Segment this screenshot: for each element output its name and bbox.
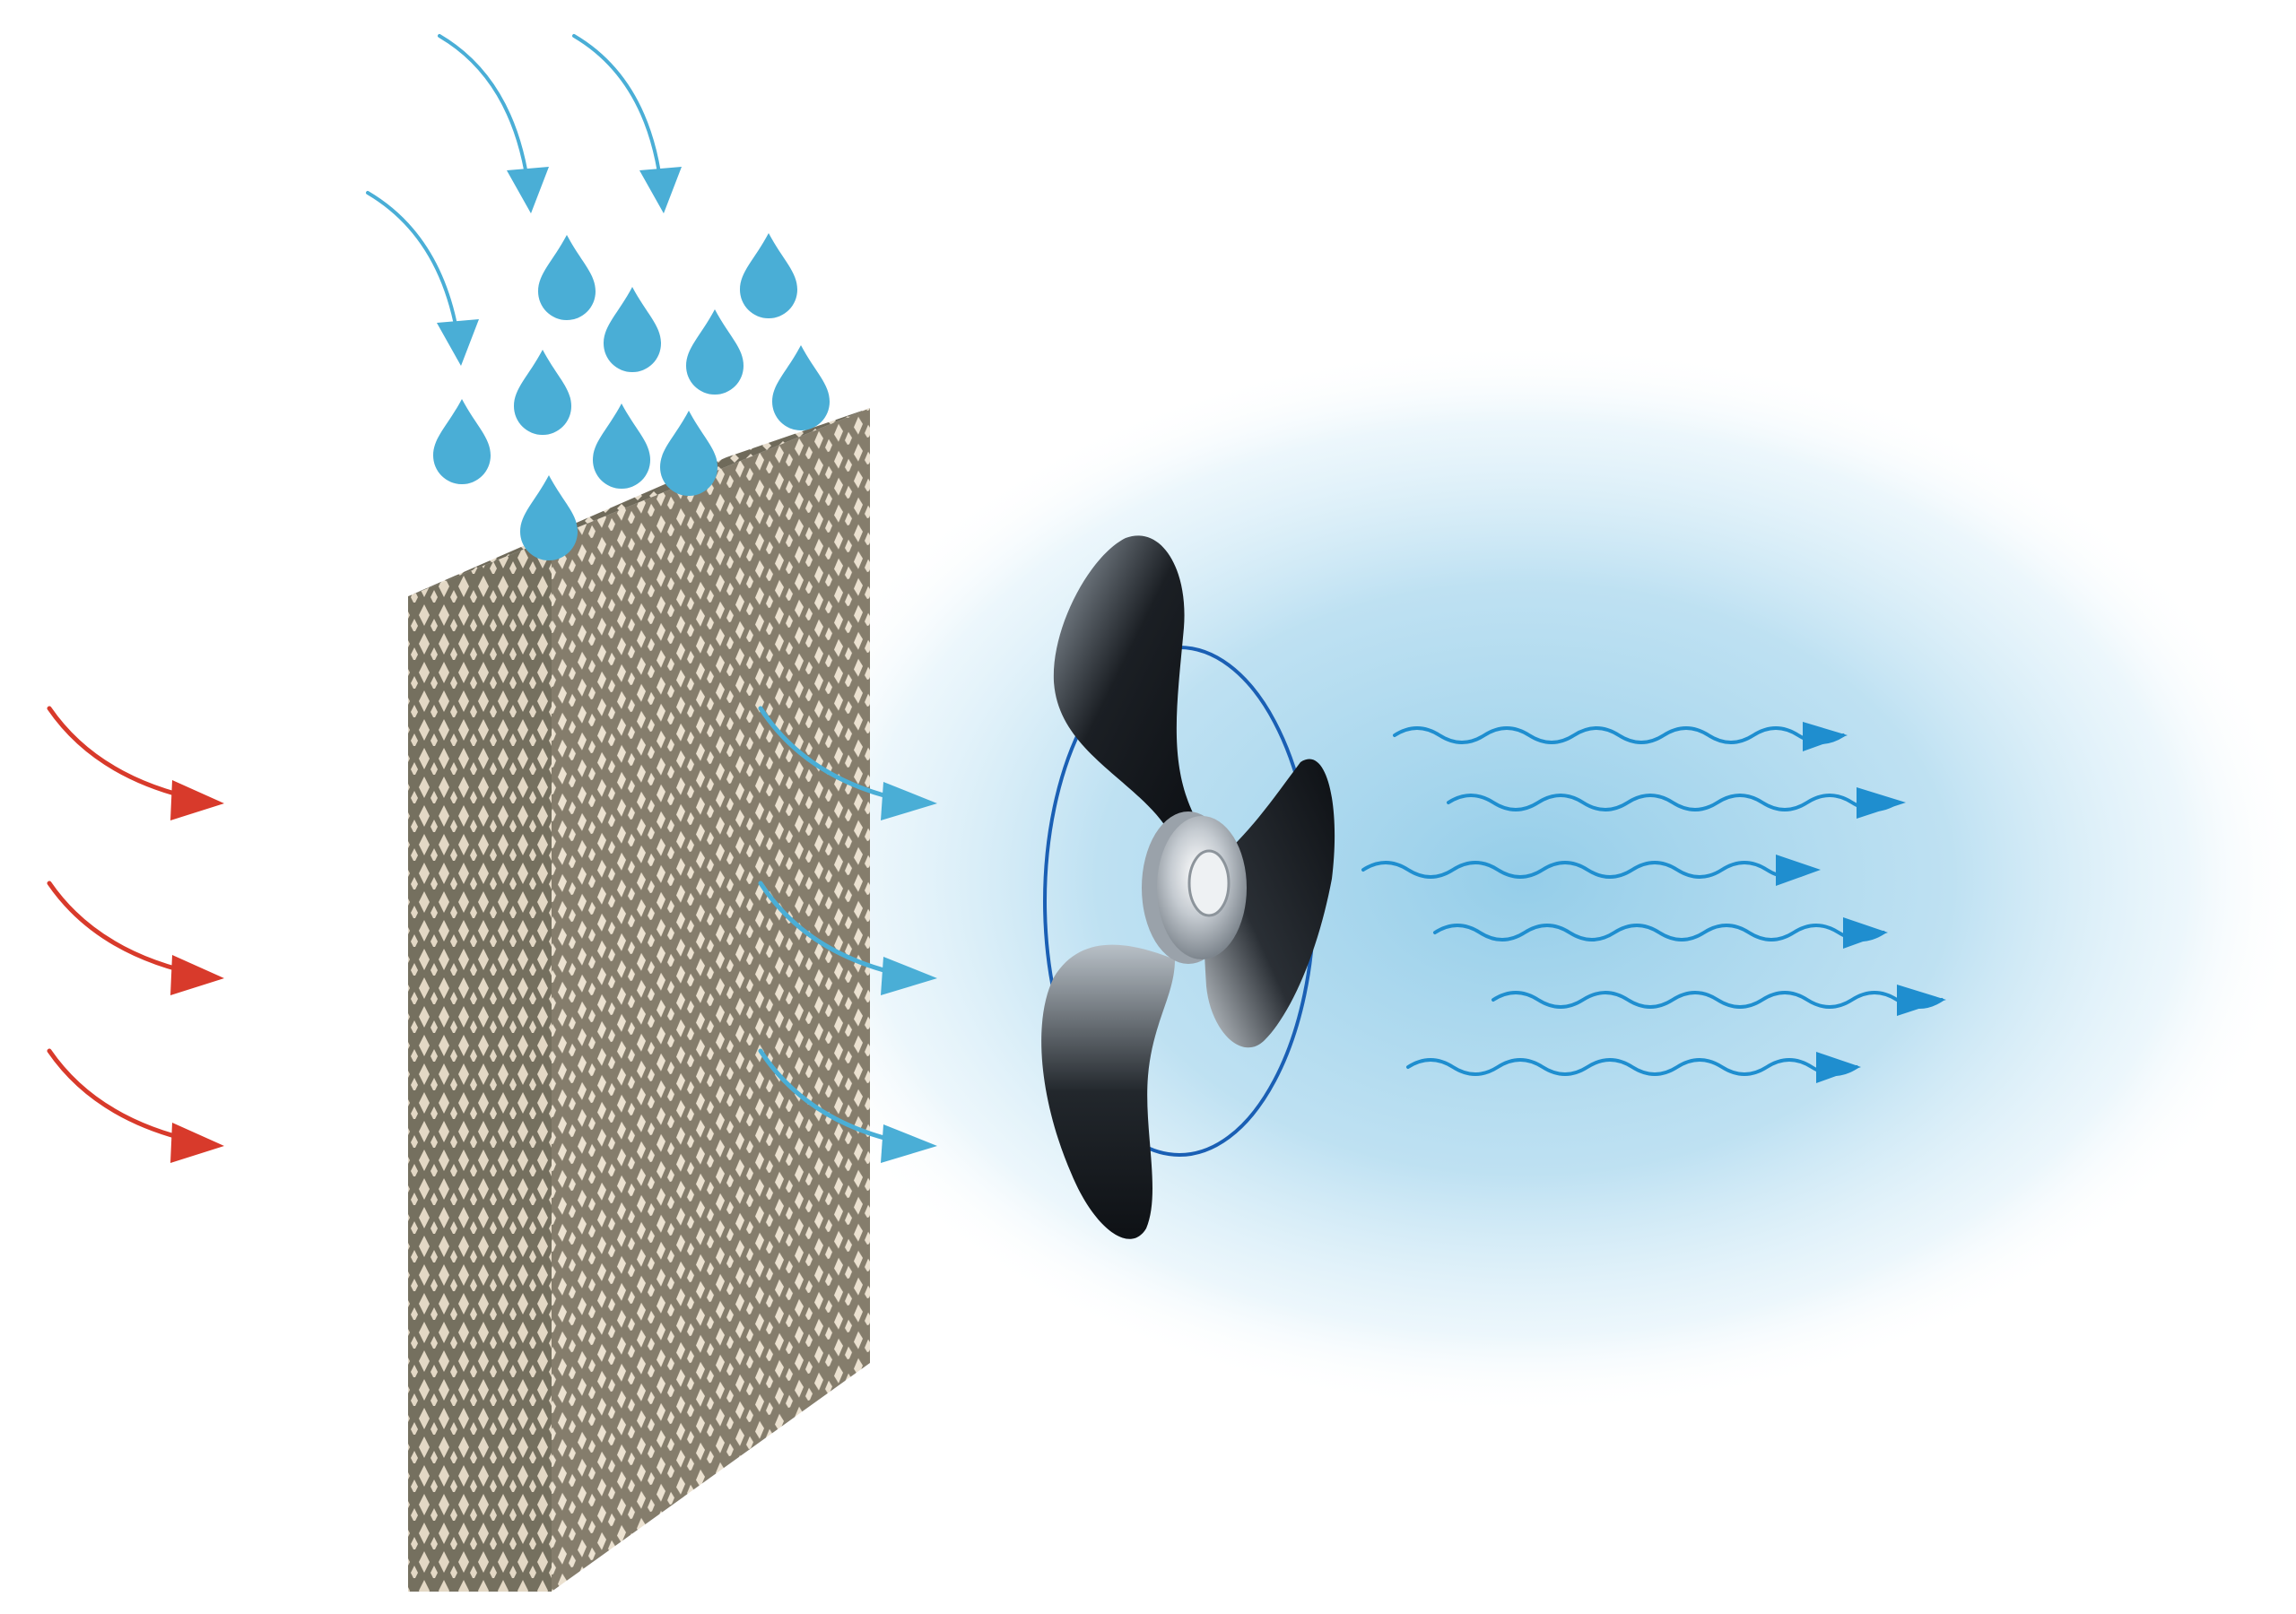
- falling-water-arrows: [366, 34, 682, 366]
- water-drop-icon: [686, 309, 744, 395]
- fan-blade: [1041, 944, 1175, 1239]
- water-arrow-icon: [572, 34, 682, 213]
- cooling-pad-icon: [408, 408, 870, 1592]
- water-drops: [433, 233, 830, 560]
- hot-air-arrow-icon: [47, 1048, 224, 1163]
- water-drop-icon: [604, 287, 661, 372]
- cool-air-arrow-icon: [1433, 917, 1888, 949]
- pad-outflow-arrows: [758, 706, 937, 1163]
- cool-air-wavy-arrows: [1361, 722, 1946, 1083]
- water-drop-icon: [593, 404, 650, 489]
- cool-air-arrow-icon: [758, 706, 937, 820]
- water-drop-icon: [772, 345, 830, 430]
- water-drop-icon: [660, 411, 718, 496]
- cool-air-arrow-icon: [758, 1048, 937, 1163]
- water-arrow-icon: [438, 34, 549, 213]
- pad-side-face: [552, 408, 870, 1592]
- water-drop-icon: [514, 350, 571, 435]
- fan-hub-cap: [1187, 849, 1231, 917]
- hot-air-arrow-icon: [47, 706, 224, 820]
- water-drop-icon: [433, 399, 491, 484]
- cool-air-arrow-icon: [758, 881, 937, 995]
- cool-air-arrow-icon: [1406, 1052, 1861, 1083]
- cool-air-arrow-icon: [1361, 855, 1821, 886]
- hot-air-arrow-icon: [47, 881, 224, 995]
- hot-air-arrows: [47, 706, 224, 1163]
- water-drop-icon: [520, 475, 578, 560]
- pad-top-face: [408, 408, 870, 596]
- pad-front-face: [408, 538, 552, 1592]
- fan-blade: [1203, 759, 1335, 1048]
- water-drop-icon: [538, 235, 596, 320]
- fan-blade: [1053, 535, 1202, 834]
- cool-air-arrow-icon: [1492, 985, 1946, 1016]
- water-arrow-icon: [366, 191, 479, 366]
- water-drop-icon: [740, 233, 797, 318]
- cool-air-arrow-icon: [1447, 787, 1906, 819]
- fan-icon: [1041, 535, 1335, 1239]
- cool-air-arrow-icon: [1393, 722, 1848, 751]
